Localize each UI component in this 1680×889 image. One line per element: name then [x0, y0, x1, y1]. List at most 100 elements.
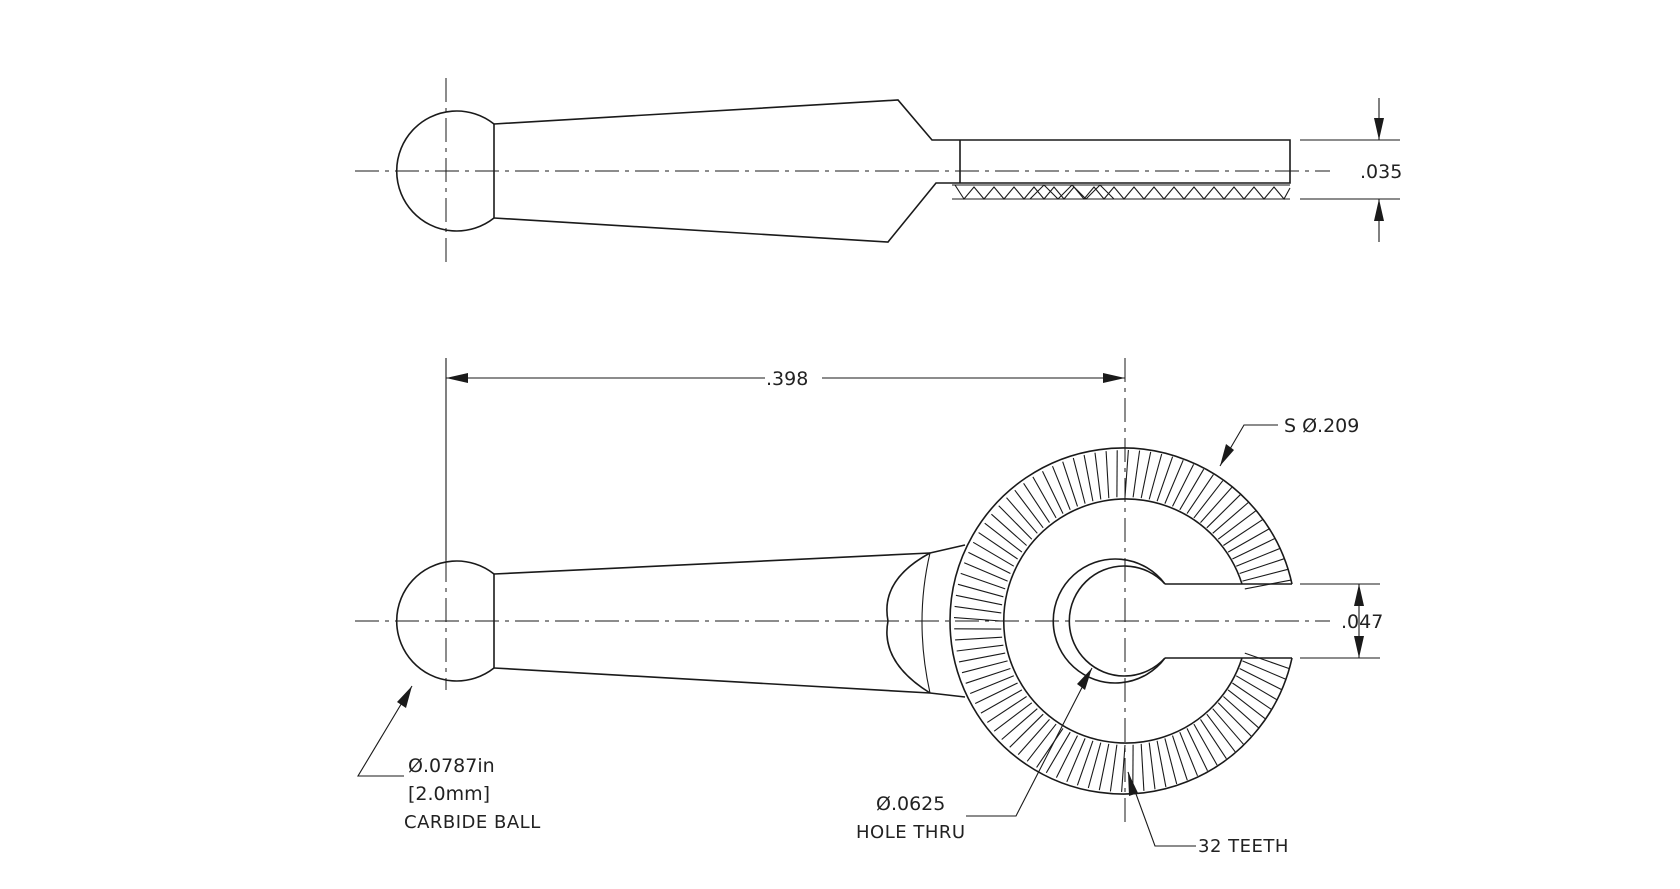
- gear-tooth-line: [1242, 568, 1289, 582]
- gear-tooth-line: [1140, 743, 1145, 791]
- gear-tooth-line: [1217, 510, 1257, 540]
- gear-tooth-line: [953, 617, 1002, 622]
- gear-tooth-line: [1098, 743, 1110, 791]
- teeth-leader-arrow: [1128, 772, 1138, 796]
- gear-tooth-line: [1164, 459, 1184, 504]
- top-view-neck-segment: [886, 552, 931, 694]
- hole-leader-arrow: [1077, 668, 1092, 690]
- gear-tooth-line: [957, 583, 1004, 598]
- gear-tooth-line: [969, 675, 1015, 695]
- hole-note-label: HOLE THRU: [856, 822, 966, 843]
- gear-tooth-line: [956, 644, 1004, 652]
- teeth-note-label: 32 TEETH: [1198, 836, 1289, 857]
- gear-tooth-line: [974, 682, 1018, 704]
- gear-tooth-line: [1087, 742, 1102, 789]
- gear-tooth-line: [1179, 468, 1205, 511]
- top-view-teeth-inner-circle: [1002, 498, 1243, 744]
- gear-tooth-line: [1009, 713, 1044, 748]
- top-view-shank-bottom-edge: [493, 667, 931, 694]
- gear-tooth-line: [960, 572, 1006, 590]
- gear-tooth-line: [980, 689, 1023, 714]
- top-view: .398 S Ø.209 .047 Ø.0787in [2.0mm] CARBI…: [355, 358, 1383, 857]
- gear-tooth-line: [1235, 675, 1278, 701]
- gear-tooth-line: [1206, 713, 1236, 753]
- top-view-shank-transition: [929, 544, 966, 554]
- side-view-teeth-inner: [1029, 184, 1115, 200]
- thickness-arrow-bottom: [1374, 199, 1384, 221]
- gear-tooth-line: [968, 551, 1011, 574]
- ball-leader: [357, 685, 413, 777]
- hole-leader: [966, 667, 1093, 817]
- gear-tooth-line: [1239, 558, 1285, 575]
- gear-tooth-line: [1066, 738, 1086, 783]
- gear-tooth-line: [1244, 652, 1290, 670]
- gear-tooth-line: [958, 652, 1006, 663]
- gear-tooth-line: [1223, 696, 1259, 729]
- gear-tooth-line: [1200, 719, 1227, 760]
- gear-tooth-line: [1045, 731, 1071, 774]
- top-view-sphere-outline: [949, 447, 1293, 795]
- gear-tooth-line: [1006, 497, 1038, 534]
- length-arrow-left: [446, 373, 468, 383]
- gear-tooth-line: [1200, 487, 1233, 523]
- gear-tooth-line: [1121, 744, 1126, 793]
- gear-tooth-line: [963, 562, 1008, 582]
- gear-tooth-line: [978, 532, 1018, 560]
- ball-diameter-in-label: Ø.0787in: [408, 755, 495, 777]
- top-view-carbide-ball: [395, 560, 495, 682]
- gear-tooth-line: [1072, 457, 1086, 504]
- gear-tooth-line: [1055, 735, 1078, 778]
- side-view-teeth-profile: [954, 184, 1291, 200]
- gear-tooth-line: [961, 660, 1008, 674]
- gear-tooth-line: [1242, 660, 1287, 680]
- gear-tooth-line: [1026, 723, 1057, 762]
- hole-diameter-label: Ø.0625: [876, 793, 945, 815]
- slot-width-label: .047: [1341, 611, 1383, 633]
- gear-tooth-line: [1186, 728, 1208, 772]
- length-arrow-right: [1103, 373, 1125, 383]
- top-view-hole-inner: [1068, 565, 1166, 677]
- gear-tooth-line: [1217, 702, 1252, 737]
- gear-tooth-line: [1140, 451, 1152, 499]
- gear-tooth-line: [1051, 465, 1071, 511]
- gear-tooth-line: [1109, 744, 1118, 792]
- top-view-gear-teeth: [953, 449, 1292, 793]
- side-view-carbide-ball: [395, 110, 495, 232]
- gear-tooth-line: [1094, 452, 1102, 500]
- thickness-dimension-label: .035: [1360, 161, 1402, 183]
- gear-tooth-line: [993, 702, 1033, 732]
- length-dimension-label: .398: [766, 368, 808, 390]
- teeth-leader: [1127, 771, 1196, 847]
- gear-tooth-line: [1232, 538, 1276, 560]
- gear-tooth-line: [998, 505, 1033, 540]
- gear-tooth-line: [984, 522, 1023, 553]
- gear-tooth-line: [1193, 723, 1218, 766]
- gear-tooth-line: [1156, 456, 1174, 502]
- ball-leader-arrow: [397, 686, 412, 708]
- gear-tooth-line: [1036, 728, 1064, 768]
- sphere-leader-arrow: [1220, 444, 1234, 466]
- gear-tooth-line: [1179, 731, 1199, 777]
- gear-tooth-line: [991, 513, 1027, 546]
- gear-tooth-line: [1235, 547, 1281, 567]
- gear-tooth-line: [1212, 708, 1244, 745]
- gear-tooth-line: [1227, 689, 1266, 720]
- gear-tooth-line: [1014, 489, 1044, 529]
- slot-arrow-bottom: [1354, 636, 1364, 658]
- gear-tooth-line: [1193, 480, 1224, 519]
- gear-tooth-line: [1042, 470, 1064, 514]
- gear-tooth-line: [1223, 519, 1264, 546]
- side-view-shank-outline: [493, 99, 1291, 243]
- gear-tooth-line: [1156, 740, 1167, 788]
- gear-tooth-line: [1171, 735, 1188, 781]
- gear-tooth-line: [1206, 494, 1241, 529]
- gear-tooth-line: [1017, 719, 1050, 755]
- gear-tooth-line: [1186, 474, 1214, 514]
- sphere-diameter-label: S Ø.209: [1284, 415, 1359, 437]
- gear-tooth-line: [1232, 682, 1272, 710]
- gear-tooth-line: [1001, 708, 1038, 740]
- gear-tooth-line: [965, 667, 1011, 684]
- gear-tooth-line: [1239, 668, 1282, 691]
- gear-tooth-line: [1164, 738, 1178, 785]
